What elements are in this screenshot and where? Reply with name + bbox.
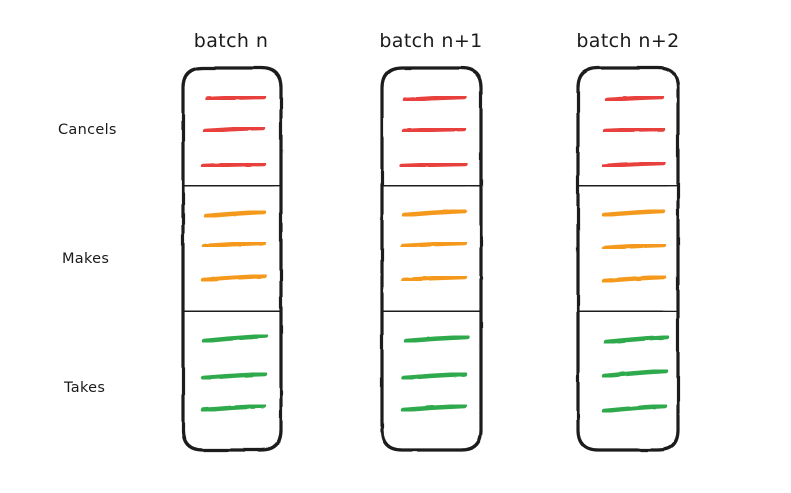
row-label-cancels: Cancels (58, 122, 117, 138)
order-line (200, 273, 268, 283)
batch-container-outline-pass2 (381, 67, 482, 451)
order-line (399, 161, 468, 169)
row-label-takes: Takes (64, 380, 106, 396)
batch-container-outline-pass2 (182, 67, 282, 451)
section-makes (200, 209, 268, 283)
section-cancels (200, 94, 267, 169)
section-divider (181, 309, 283, 314)
column-title: batch n+2 (576, 30, 680, 52)
section-divider (576, 183, 680, 188)
batch-container-outline (181, 66, 283, 452)
order-line (205, 94, 267, 102)
batch-column (576, 66, 680, 452)
section-takes (400, 334, 470, 413)
order-line (601, 242, 667, 251)
batch-column (380, 66, 483, 452)
order-line (400, 403, 468, 413)
order-line (402, 94, 467, 103)
order-line (403, 334, 470, 344)
order-line (200, 371, 268, 381)
order-line (201, 240, 267, 249)
section-cancels (399, 94, 468, 169)
section-divider (380, 309, 483, 314)
section-divider (181, 183, 283, 188)
row-label-makes: Makes (62, 251, 110, 267)
order-line (201, 333, 269, 344)
order-line (601, 368, 669, 379)
section-divider (576, 309, 680, 314)
section-makes (601, 208, 667, 284)
order-line (400, 240, 468, 249)
section-makes (400, 208, 468, 283)
order-line (202, 125, 266, 134)
batch-container-outline (576, 66, 680, 452)
section-takes (601, 334, 670, 414)
order-line (601, 208, 666, 218)
batch-container-outline-pass2 (577, 67, 679, 451)
section-takes (200, 333, 269, 413)
column-title: batch n (193, 30, 269, 52)
order-line (602, 126, 666, 134)
order-line (601, 160, 667, 169)
order-line (601, 403, 668, 414)
section-divider (380, 183, 483, 188)
order-line (200, 161, 267, 169)
order-line (203, 209, 267, 219)
order-line (601, 274, 667, 284)
order-line (200, 403, 267, 413)
order-lines-layer (200, 94, 670, 414)
column-title: batch n+1 (379, 30, 483, 52)
order-line (401, 208, 468, 218)
batch-column (181, 66, 283, 452)
order-line (401, 126, 467, 134)
order-line (401, 371, 468, 381)
order-line (400, 274, 468, 283)
order-line (604, 94, 665, 103)
order-line (603, 334, 670, 345)
section-cancels (601, 94, 667, 169)
batch-container-outline (380, 66, 483, 452)
batch-columns-layer (181, 66, 680, 452)
